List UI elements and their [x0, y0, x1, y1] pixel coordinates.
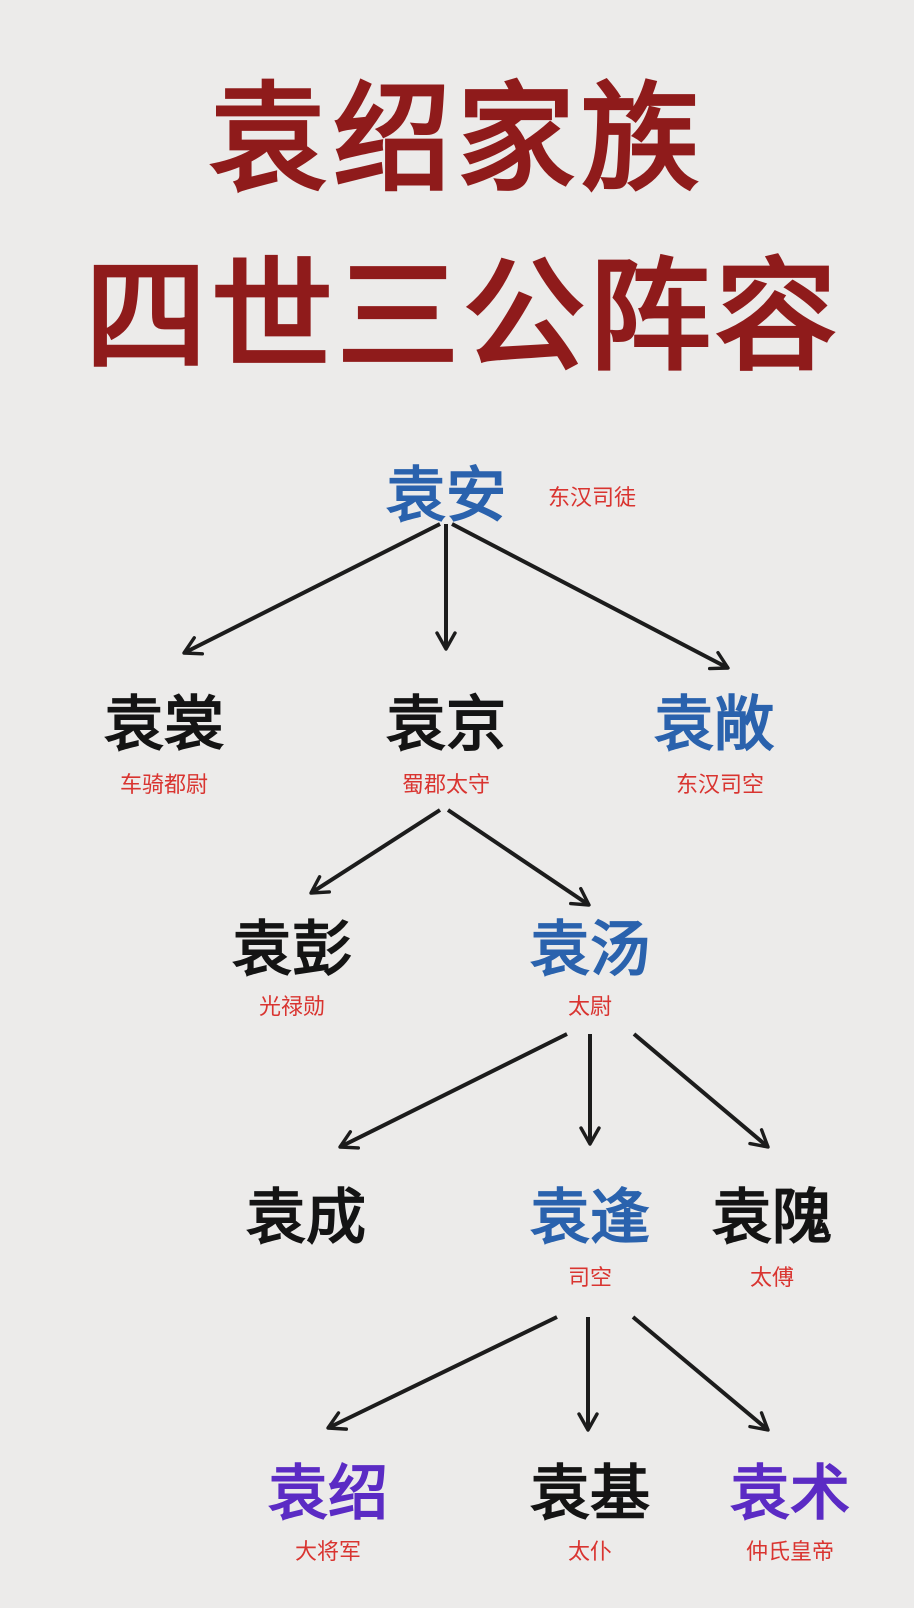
node-role-yuan-wei: 太傅	[749, 1266, 795, 1291]
node-name-yuan-wei: 袁隗	[712, 1183, 832, 1253]
title-line-2: 四世三公阵容	[85, 244, 841, 388]
node-name-yuan-shao: 袁绍	[268, 1459, 388, 1529]
node-name-yuan-chang: 袁敞	[654, 690, 774, 760]
node-name-yuan-tang: 袁汤	[530, 915, 650, 985]
node-name-yuan-peng: 袁彭	[232, 915, 352, 985]
edge-jing-peng	[309, 808, 442, 895]
edge-tang-wei	[632, 1032, 770, 1149]
node-role-yuan-jing: 蜀郡太守	[401, 773, 491, 798]
node-role-yuan-shao: 大将军	[294, 1540, 362, 1565]
node-name-yuan-jing: 袁京	[386, 690, 506, 760]
node-role-yuan-shang: 车骑都尉	[119, 773, 209, 798]
node-name-yuan-shang: 袁裳	[104, 690, 224, 760]
title-line-1: 袁绍家族	[208, 69, 705, 208]
node-role-yuan-shu: 仲氏皇帝	[745, 1540, 835, 1565]
edge-tang-cheng	[338, 1032, 568, 1150]
node-name-yuan-feng: 袁逢	[530, 1183, 650, 1253]
node-role-yuan-tang: 太尉	[567, 995, 613, 1020]
node-role-yuan-chang: 东汉司空	[675, 773, 765, 798]
node-role-yuan-an: 东汉司徒	[547, 486, 637, 511]
node-name-yuan-shu: 袁术	[730, 1459, 850, 1529]
node-role-yuan-peng: 光禄勋	[258, 995, 326, 1020]
node-name-yuan-an: 袁安	[386, 461, 506, 531]
edge-an-shang	[182, 522, 441, 656]
node-role-yuan-ji: 太仆	[567, 1540, 613, 1565]
edge-feng-shu	[631, 1315, 770, 1432]
edge-jing-tang	[446, 808, 591, 907]
node-role-yuan-feng: 司空	[567, 1266, 613, 1291]
node-name-yuan-cheng: 袁成	[246, 1183, 366, 1253]
edge-an-chang	[451, 522, 730, 671]
edge-feng-shao	[326, 1315, 558, 1431]
node-name-yuan-ji: 袁基	[530, 1459, 650, 1529]
